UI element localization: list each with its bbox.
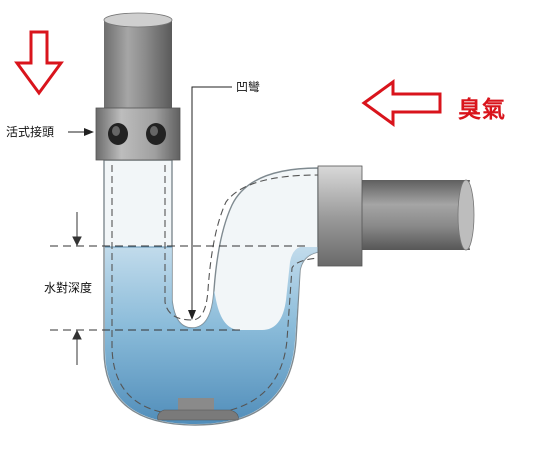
trap-bend-leader [191, 86, 232, 318]
slip-joint-label: 活式接頭 [6, 125, 55, 139]
water-seal [105, 247, 318, 424]
trap-bend-label: 凹彎 [236, 80, 261, 94]
odor-arrow [361, 79, 442, 127]
flow-down-arrow [14, 30, 64, 96]
outlet-coupling [317, 165, 363, 267]
slip-joint-nut [95, 107, 181, 161]
odor-label: 臭氣 [458, 97, 506, 123]
water-seal-depth-label: 水對深度 [44, 281, 93, 295]
cleanout-plug [157, 398, 239, 421]
depth-dimension [72, 212, 82, 365]
